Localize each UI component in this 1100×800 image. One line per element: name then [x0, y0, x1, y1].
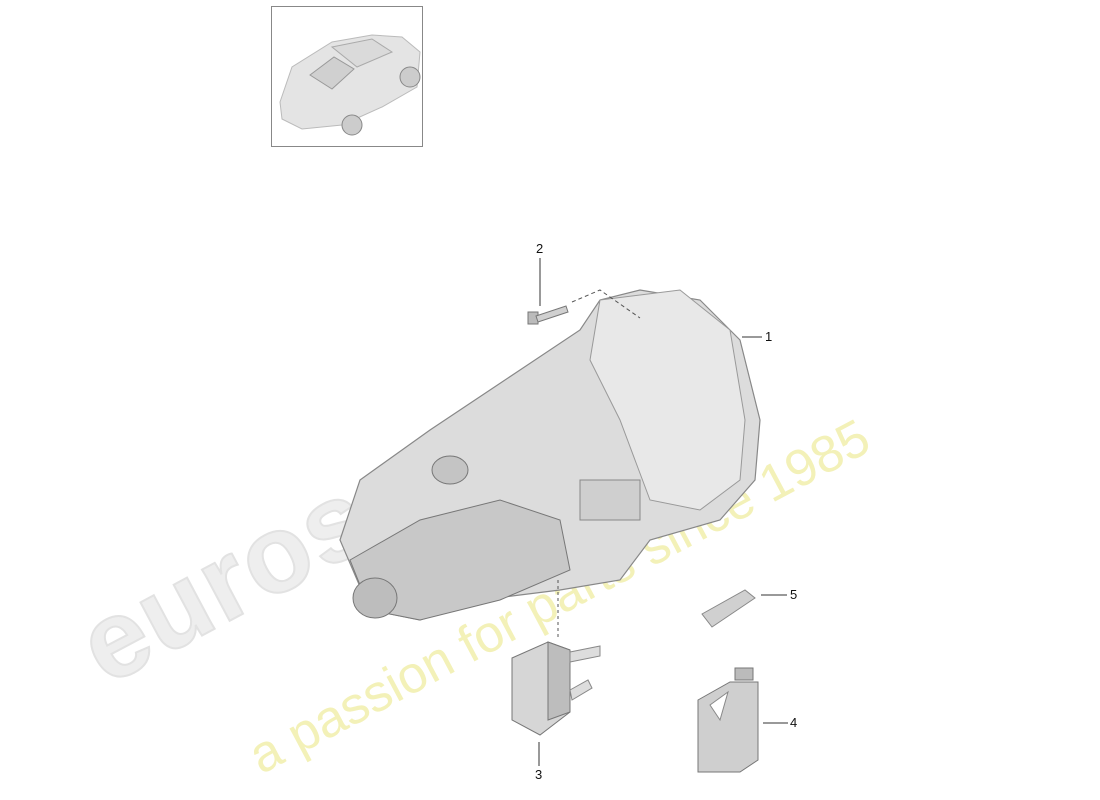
bolt-part[interactable]	[527, 289, 641, 325]
callout-5[interactable]: 5	[790, 587, 798, 602]
car-overview-icon	[279, 34, 421, 136]
oil-canister-part[interactable]	[697, 667, 759, 773]
car-thumbnail[interactable]	[271, 6, 423, 147]
callout-2[interactable]: 2	[536, 241, 544, 256]
callout-1[interactable]: 1	[765, 329, 773, 344]
transmission-part[interactable]	[339, 289, 761, 621]
oil-cooler-part[interactable]	[511, 580, 601, 736]
callout-4[interactable]: 4	[790, 715, 798, 730]
callout-3[interactable]: 3	[535, 767, 543, 782]
grease-tube-part[interactable]	[701, 589, 756, 628]
